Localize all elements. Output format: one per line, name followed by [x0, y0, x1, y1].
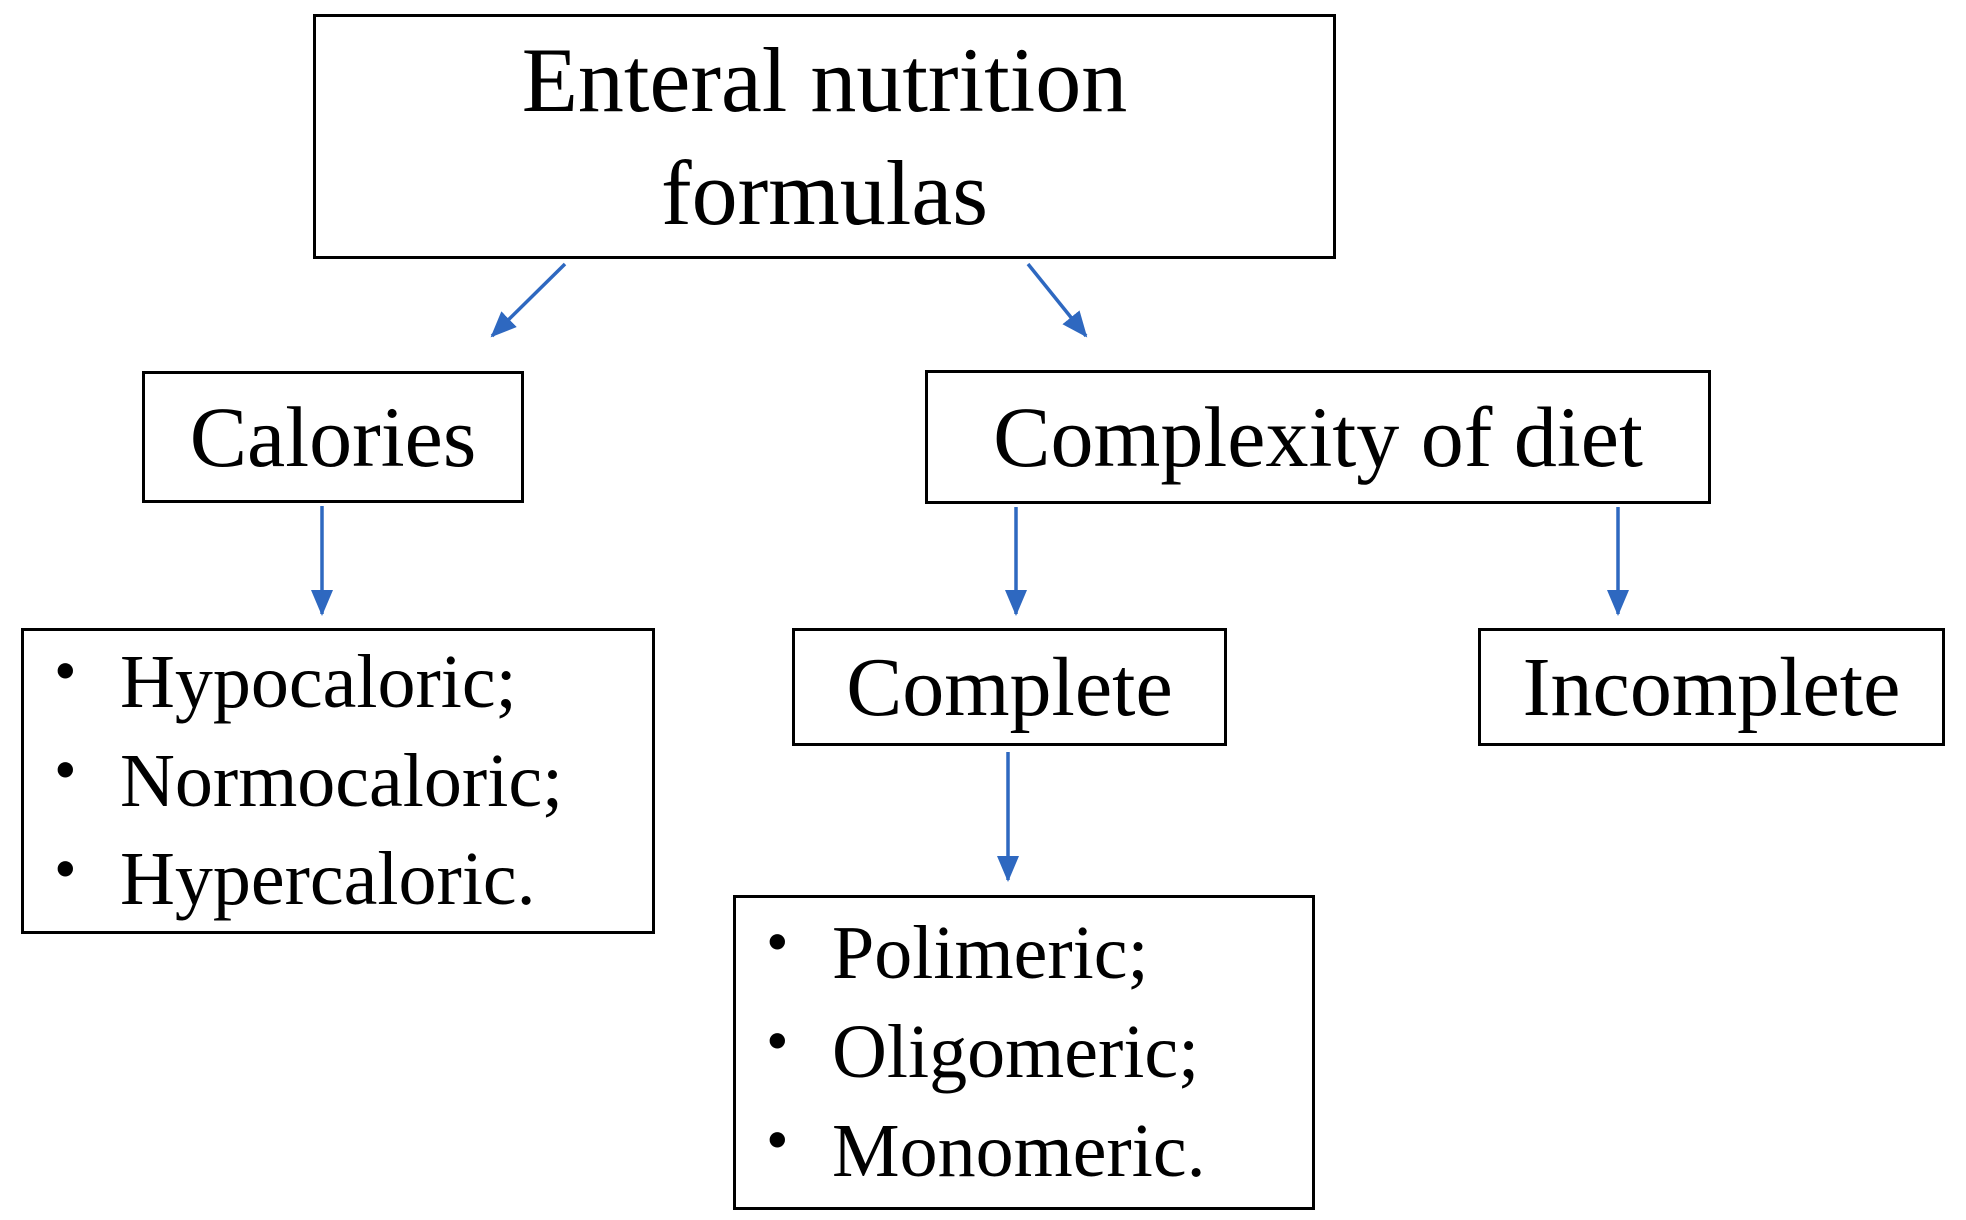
node-label: Complexity of diet: [993, 389, 1643, 485]
bullet-list: Polimeric; Oligomeric; Monomeric.: [736, 900, 1312, 1201]
node-label: Calories: [189, 389, 477, 485]
arrow-root-to-calories: [490, 262, 567, 338]
list-item: Polimeric;: [736, 900, 1312, 1003]
node-label: Complete: [846, 640, 1173, 734]
arrow-root-to-complexity: [1026, 262, 1088, 338]
node-enteral-nutrition-formulas: Enteral nutrition formulas: [313, 14, 1336, 259]
node-label: Enteral nutrition formulas: [521, 29, 1128, 244]
bullet-list: Hypocaloric; Normocaloric; Hypercaloric.: [24, 629, 652, 929]
node-complete: Complete: [792, 628, 1227, 746]
list-item: Normocaloric;: [24, 728, 652, 831]
node-incomplete: Incomplete: [1478, 628, 1945, 746]
list-item: Hypercaloric.: [24, 827, 652, 929]
node-label: Incomplete: [1522, 640, 1901, 734]
list-item: Monomeric.: [736, 1098, 1312, 1201]
node-complete-diet-types-list: Polimeric; Oligomeric; Monomeric.: [733, 895, 1315, 1210]
node-calories: Calories: [142, 371, 524, 503]
node-calorie-types-list: Hypocaloric; Normocaloric; Hypercaloric.: [21, 628, 655, 934]
list-item: Oligomeric;: [736, 999, 1312, 1102]
node-complexity-of-diet: Complexity of diet: [925, 370, 1711, 504]
list-item: Hypocaloric;: [24, 629, 652, 732]
